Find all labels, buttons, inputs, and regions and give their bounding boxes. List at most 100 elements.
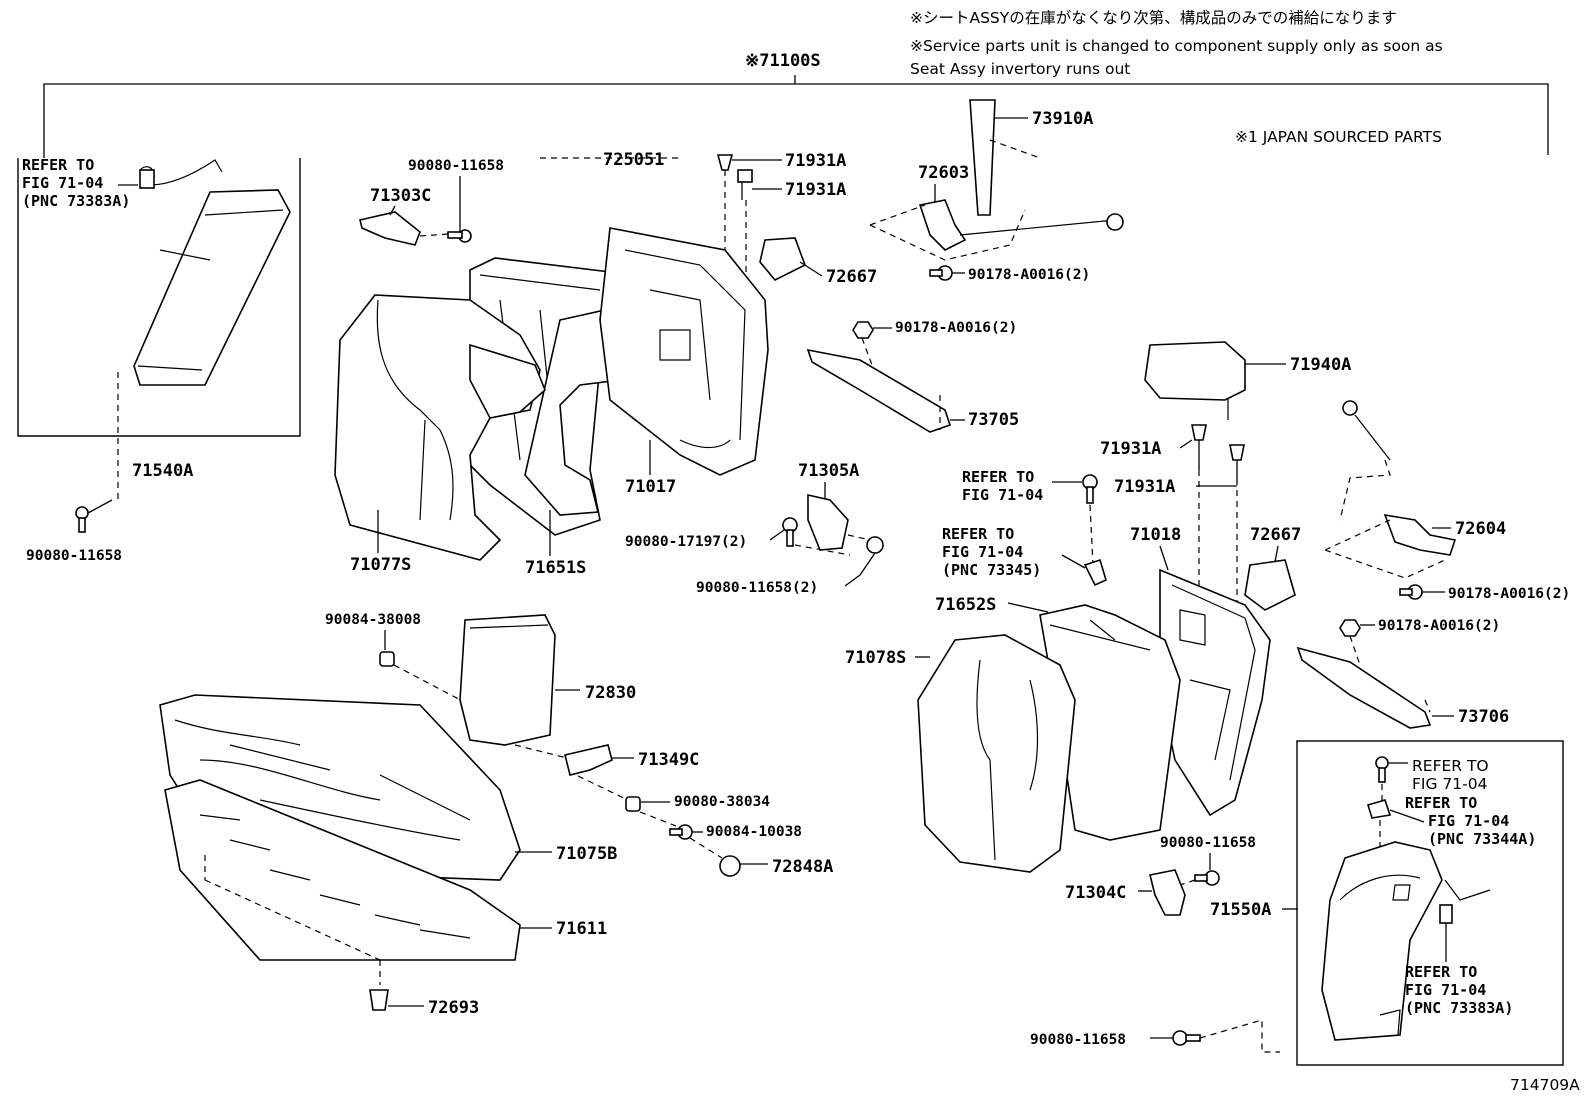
headrest-71940A <box>1144 341 1246 401</box>
callout-90178-c: 90178-A0016(2) <box>1448 586 1570 602</box>
callout-71940A: 71940A <box>1290 355 1351 375</box>
callout-71652S: 71652S <box>935 595 996 615</box>
callout-72667-b: 72667 <box>1250 525 1301 545</box>
hook-icon <box>1083 558 1107 587</box>
nut-icon <box>866 536 884 554</box>
callout-71304C: 71304C <box>1065 883 1126 903</box>
bolt-icon <box>1172 1030 1201 1046</box>
left-inset-box <box>17 158 301 500</box>
seat-cushion-frame-71611 <box>164 779 521 961</box>
seat-back-top-71077S <box>469 343 546 419</box>
bushing-icon <box>379 651 395 667</box>
ref-mid2-l2: FIG 71-04 <box>942 543 1023 561</box>
callout-71651S: 71651S <box>525 558 586 578</box>
release-lever-72604 <box>1383 513 1457 556</box>
callout-73705: 73705 <box>968 410 1019 430</box>
note-jp: ※シートASSYの在庫がなくなり次第、構成品のみでの補給になります <box>910 9 1397 27</box>
clip-icon <box>1375 756 1389 783</box>
callout-71349C: 71349C <box>638 750 699 770</box>
ref-mid-l2: FIG 71-04 <box>962 486 1043 504</box>
clip-icon <box>716 154 753 200</box>
cap-72848A <box>719 855 741 877</box>
callout-71931A-b: 71931A <box>785 180 846 200</box>
callout-90080-11658-d: 90080-11658 <box>1030 1032 1126 1048</box>
callout-90178-d: 90178-A0016(2) <box>1378 618 1500 634</box>
bracket-71349C <box>564 744 613 776</box>
note-japan-parts: ※1 JAPAN SOURCED PARTS <box>1235 128 1442 146</box>
clip-icon <box>139 169 155 189</box>
hinge-73706 <box>1296 646 1432 729</box>
callout-71077S: 71077S <box>350 555 411 575</box>
headrest-guide-72667-b <box>1244 559 1296 611</box>
callout-71018: 71018 <box>1130 525 1181 545</box>
callout-71303C: 71303C <box>370 186 431 206</box>
callout-71017: 71017 <box>625 477 676 497</box>
seat-back-frame-71017 <box>599 227 769 476</box>
callout-71305A: 71305A <box>798 461 859 481</box>
bolt-icon <box>782 517 798 547</box>
bolt-icon <box>75 499 113 533</box>
callout-72693: 72693 <box>428 998 479 1018</box>
ref-right-b-l2: FIG 71-04 <box>1428 812 1509 830</box>
side-bolster-right <box>1321 841 1443 1041</box>
callout-90178-b: 90178-A0016(2) <box>895 320 1017 336</box>
callout-71550A: 71550A <box>1210 900 1271 920</box>
hinge-73705 <box>806 348 952 433</box>
clip-icon <box>1229 444 1245 485</box>
callout-72830: 72830 <box>585 683 636 703</box>
bolt-icon <box>669 824 693 840</box>
callout-90084-10038: 90084-10038 <box>706 824 802 840</box>
callout-73706: 73706 <box>1458 707 1509 727</box>
ref-left-l3: (PNC 73383A) <box>22 192 130 210</box>
cable-end-icon <box>1106 213 1124 231</box>
callout-72667-a: 72667 <box>826 267 877 287</box>
note-en-1: ※Service parts unit is changed to compon… <box>910 37 1443 55</box>
headrest-guide-72667 <box>759 237 806 281</box>
ref-mid2-l3: (PNC 73345) <box>942 561 1041 579</box>
bolt-icon <box>929 265 953 281</box>
clip-icon <box>1191 424 1207 470</box>
ref-left-l1: REFER TO <box>22 156 94 174</box>
ref-right-b-l3: (PNC 73344A) <box>1428 830 1536 848</box>
callout-90084-38008: 90084-38008 <box>325 612 421 628</box>
callout-71540A: 71540A <box>132 461 193 481</box>
callout-90080-17197: 90080-17197(2) <box>625 534 747 550</box>
callout-71931A-c: 71931A <box>1100 439 1161 459</box>
note-en-2: Seat Assy invertory runs out <box>910 60 1130 78</box>
right-inset-box <box>1296 740 1564 1066</box>
bushing-icon <box>625 796 641 812</box>
seat-back-cover-71078S <box>917 634 1076 873</box>
callout-71078S: 71078S <box>845 648 906 668</box>
ref-right-a-l2: FIG 71-04 <box>1412 775 1487 793</box>
bolt-icon <box>447 229 472 243</box>
clip-icon <box>1082 474 1098 504</box>
bracket-71304C <box>1149 869 1186 916</box>
callout-71611: 71611 <box>556 919 607 939</box>
assembly-bracket <box>43 75 1549 158</box>
ref-right-c-l1: REFER TO <box>1405 963 1477 981</box>
ref-mid-l1: REFER TO <box>962 468 1034 486</box>
clip-icon <box>369 989 389 1011</box>
callout-90080-11658-b: 90080-11658 <box>408 158 504 174</box>
callout-71931A-a: 71931A <box>785 151 846 171</box>
cable-end-icon <box>1342 400 1358 416</box>
bracket-71305A <box>807 493 849 551</box>
nut-icon <box>1339 619 1361 637</box>
callout-73910A: 73910A <box>1032 109 1093 129</box>
callout-90080-11658-c: 90080-11658 <box>1160 835 1256 851</box>
nut-icon <box>852 321 874 339</box>
side-bolster-left <box>133 189 291 386</box>
figure-id: 714709A <box>1510 1076 1580 1094</box>
bolt-icon <box>1194 870 1220 886</box>
ref-left-l2: FIG 71-04 <box>22 174 103 192</box>
ref-right-a-l1: REFER TO <box>1412 757 1489 775</box>
callout-72604: 72604 <box>1455 519 1506 539</box>
callout-90080-11658-2: 90080-11658(2) <box>696 580 818 596</box>
callout-90080-11658-a: 90080-11658 <box>26 548 122 564</box>
clip-icon <box>1439 904 1453 924</box>
release-lever-72603 <box>918 199 967 251</box>
ref-right-c-l3: (PNC 73383A) <box>1405 999 1513 1017</box>
callout-72848A: 72848A <box>772 857 833 877</box>
